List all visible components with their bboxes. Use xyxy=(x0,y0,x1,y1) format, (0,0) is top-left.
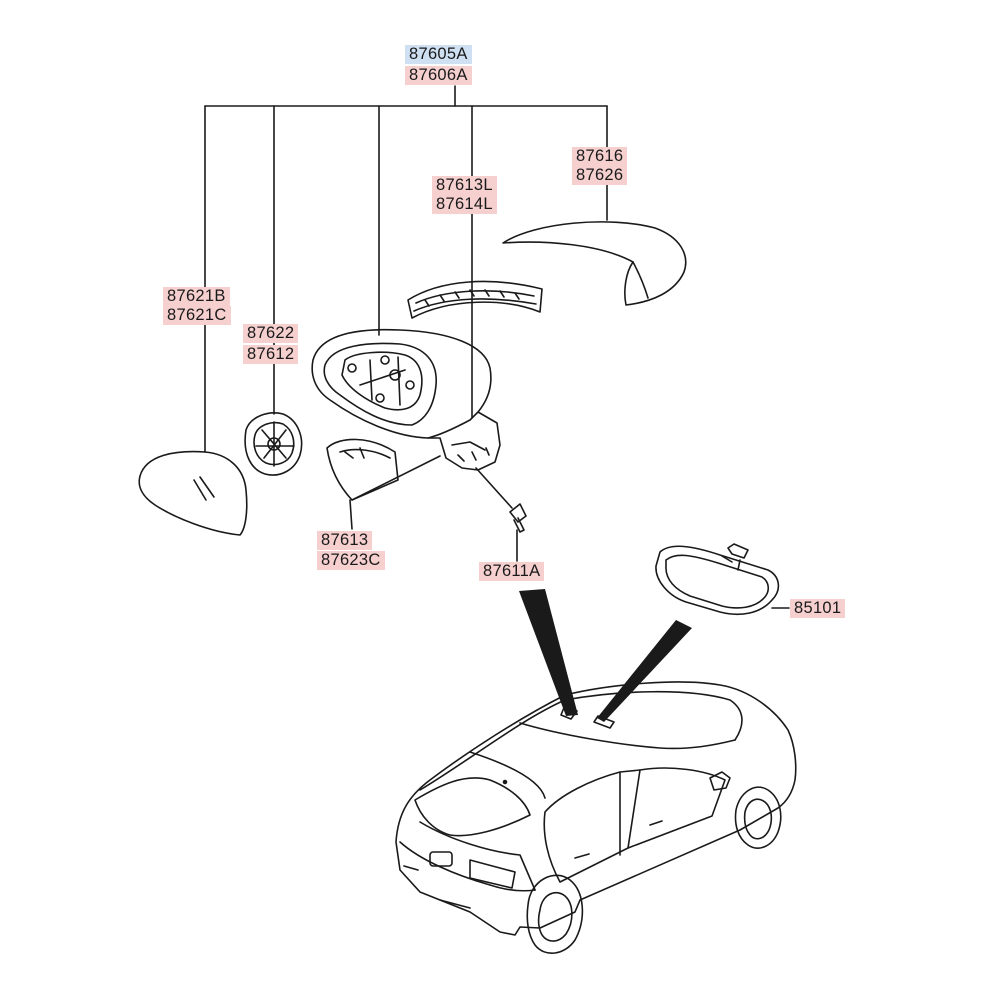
mirror-glass xyxy=(138,450,248,536)
part-number-87613l: 87613L xyxy=(432,176,497,195)
part-number-87626: 87626 xyxy=(572,166,628,185)
mirror-actuator xyxy=(244,412,303,476)
part-number-87614l: 87614L xyxy=(432,195,497,214)
mirror-scalp-cover xyxy=(502,221,687,306)
part-number-87606a: 87606A xyxy=(405,66,472,85)
location-pointer-arrows xyxy=(519,589,692,722)
part-number-87623c: 87623C xyxy=(317,551,385,570)
assembly-leader-bracket xyxy=(204,85,608,453)
mounting-screw xyxy=(475,467,527,533)
part-number-87621b: 87621B xyxy=(163,287,230,306)
part-number-87621c: 87621C xyxy=(163,306,231,325)
car-illustration xyxy=(395,681,797,954)
inside-rear-view-mirror xyxy=(349,281,790,616)
turn-signal-repeater xyxy=(407,280,543,319)
part-number-87605a: 87605A xyxy=(405,45,472,64)
part-number-87616: 87616 xyxy=(572,147,628,166)
part-number-85101: 85101 xyxy=(790,599,846,618)
part-number-87613: 87613 xyxy=(317,531,373,550)
part-number-87622: 87622 xyxy=(243,324,299,343)
part-number-87611a: 87611A xyxy=(479,562,545,581)
part-number-87612: 87612 xyxy=(243,345,299,364)
triangle-cover xyxy=(326,438,441,501)
